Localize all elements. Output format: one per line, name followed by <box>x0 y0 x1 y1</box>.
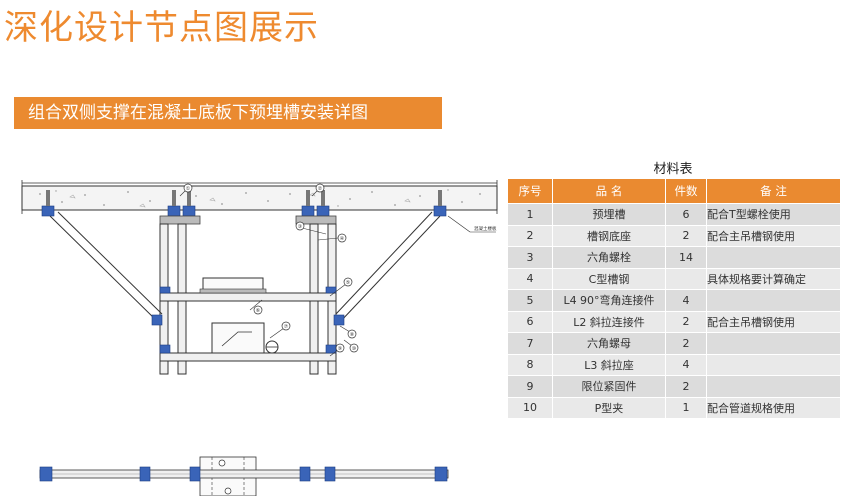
row-name: 六角螺栓 <box>552 246 666 269</box>
row-name: 预埋槽 <box>552 203 666 226</box>
row-qty: 4 <box>665 289 707 312</box>
row-no: 4 <box>507 267 553 290</box>
section-banner: 组合双侧支撑在混凝土底板下预埋槽安装详图 <box>14 97 442 129</box>
row-name: P型夹 <box>552 396 666 419</box>
table-row: 6 L2 斜拉连接件 2 配合主吊槽钢使用 <box>507 310 841 333</box>
section-drawing <box>39 456 449 496</box>
page-title: 深化设计节点图展示 <box>4 8 319 48</box>
row-no: 8 <box>507 353 553 376</box>
row-qty: 2 <box>665 310 707 333</box>
row-name: L3 斜拉座 <box>552 353 666 376</box>
row-no: 3 <box>507 246 553 269</box>
row-no: 2 <box>507 224 553 247</box>
row-qty <box>665 267 707 290</box>
callout-leaders <box>179 189 471 357</box>
row-qty: 6 <box>665 203 707 226</box>
callout-4: ④ <box>340 236 345 242</box>
callout-2: ② <box>318 186 323 192</box>
table-row: 3 六角螺栓 14 <box>507 246 841 269</box>
table-row: 10 P型夹 1 配合管道规格使用 <box>507 396 841 419</box>
slab-label: 混凝土楼板 <box>474 225 497 232</box>
header-name: 品 名 <box>552 178 666 204</box>
row-qty: 4 <box>665 353 707 376</box>
row-no: 7 <box>507 332 553 355</box>
header-no: 序号 <box>507 178 553 204</box>
row-note <box>706 246 841 269</box>
row-note: 配合主吊槽钢使用 <box>706 224 841 247</box>
callout-9: ⑨ <box>338 346 342 352</box>
row-name: 限位紧固件 <box>552 375 666 398</box>
table-header-row: 序号 品 名 件数 备 注 <box>507 178 841 204</box>
row-no: 1 <box>507 203 553 226</box>
row-no: 5 <box>507 289 553 312</box>
callout-6: ⑥ <box>256 308 261 314</box>
lower-equipment <box>211 322 279 354</box>
row-note: 具体规格要计算确定 <box>706 267 841 290</box>
row-note <box>706 353 841 376</box>
row-name: 槽钢底座 <box>552 224 666 247</box>
channel-bases <box>159 215 337 225</box>
row-note <box>706 289 841 312</box>
table-row: 4 C型槽钢 具体规格要计算确定 <box>507 267 841 290</box>
callout-8: ⑧ <box>350 332 355 338</box>
material-table: 序号 品 名 件数 备 注 1 预埋槽 6 配合T型螺栓使用 2 槽钢底座 2 … <box>507 178 841 419</box>
row-no: 6 <box>507 310 553 333</box>
callout-7: ⑦ <box>284 324 289 330</box>
callout-1: ① <box>186 186 191 192</box>
header-qty: 件数 <box>665 178 707 204</box>
header-note: 备 注 <box>706 178 841 204</box>
upper-pipe <box>199 277 267 294</box>
diagonal-braces <box>49 211 441 323</box>
table-row: 9 限位紧固件 2 <box>507 375 841 398</box>
material-table-caption: 材料表 <box>653 162 693 177</box>
row-note: 配合T型螺栓使用 <box>706 203 841 226</box>
row-note: 配合主吊槽钢使用 <box>706 310 841 333</box>
row-qty: 14 <box>665 246 707 269</box>
row-qty: 2 <box>665 332 707 355</box>
table-row: 8 L3 斜拉座 4 <box>507 353 841 376</box>
row-qty: 2 <box>665 224 707 247</box>
row-no: 9 <box>507 375 553 398</box>
row-no: 10 <box>507 396 553 419</box>
row-note <box>706 375 841 398</box>
callout-3: ③ <box>298 224 302 230</box>
row-name: L2 斜拉连接件 <box>552 310 666 333</box>
table-row: 5 L4 90°弯角连接件 4 <box>507 289 841 312</box>
table-row: 7 六角螺母 2 <box>507 332 841 355</box>
brace-connectors <box>151 286 345 354</box>
callout-5: ⑤ <box>346 280 350 286</box>
row-note <box>706 332 841 355</box>
installation-drawing: ① ② ③ ④ ⑤ ⑥ ⑦ ⑧ ⑨ ⑩ 混凝土楼板 <box>21 180 498 375</box>
callout-10: ⑩ <box>352 346 357 352</box>
row-note: 配合管道规格使用 <box>706 396 841 419</box>
concrete-slab <box>21 180 498 214</box>
row-name: C型槽钢 <box>552 267 666 290</box>
callout-markers <box>183 183 359 353</box>
row-name: 六角螺母 <box>552 332 666 355</box>
row-qty: 2 <box>665 375 707 398</box>
row-name: L4 90°弯角连接件 <box>552 289 666 312</box>
table-row: 1 预埋槽 6 配合T型螺栓使用 <box>507 203 841 226</box>
table-row: 2 槽钢底座 2 配合主吊槽钢使用 <box>507 224 841 247</box>
row-qty: 1 <box>665 396 707 419</box>
